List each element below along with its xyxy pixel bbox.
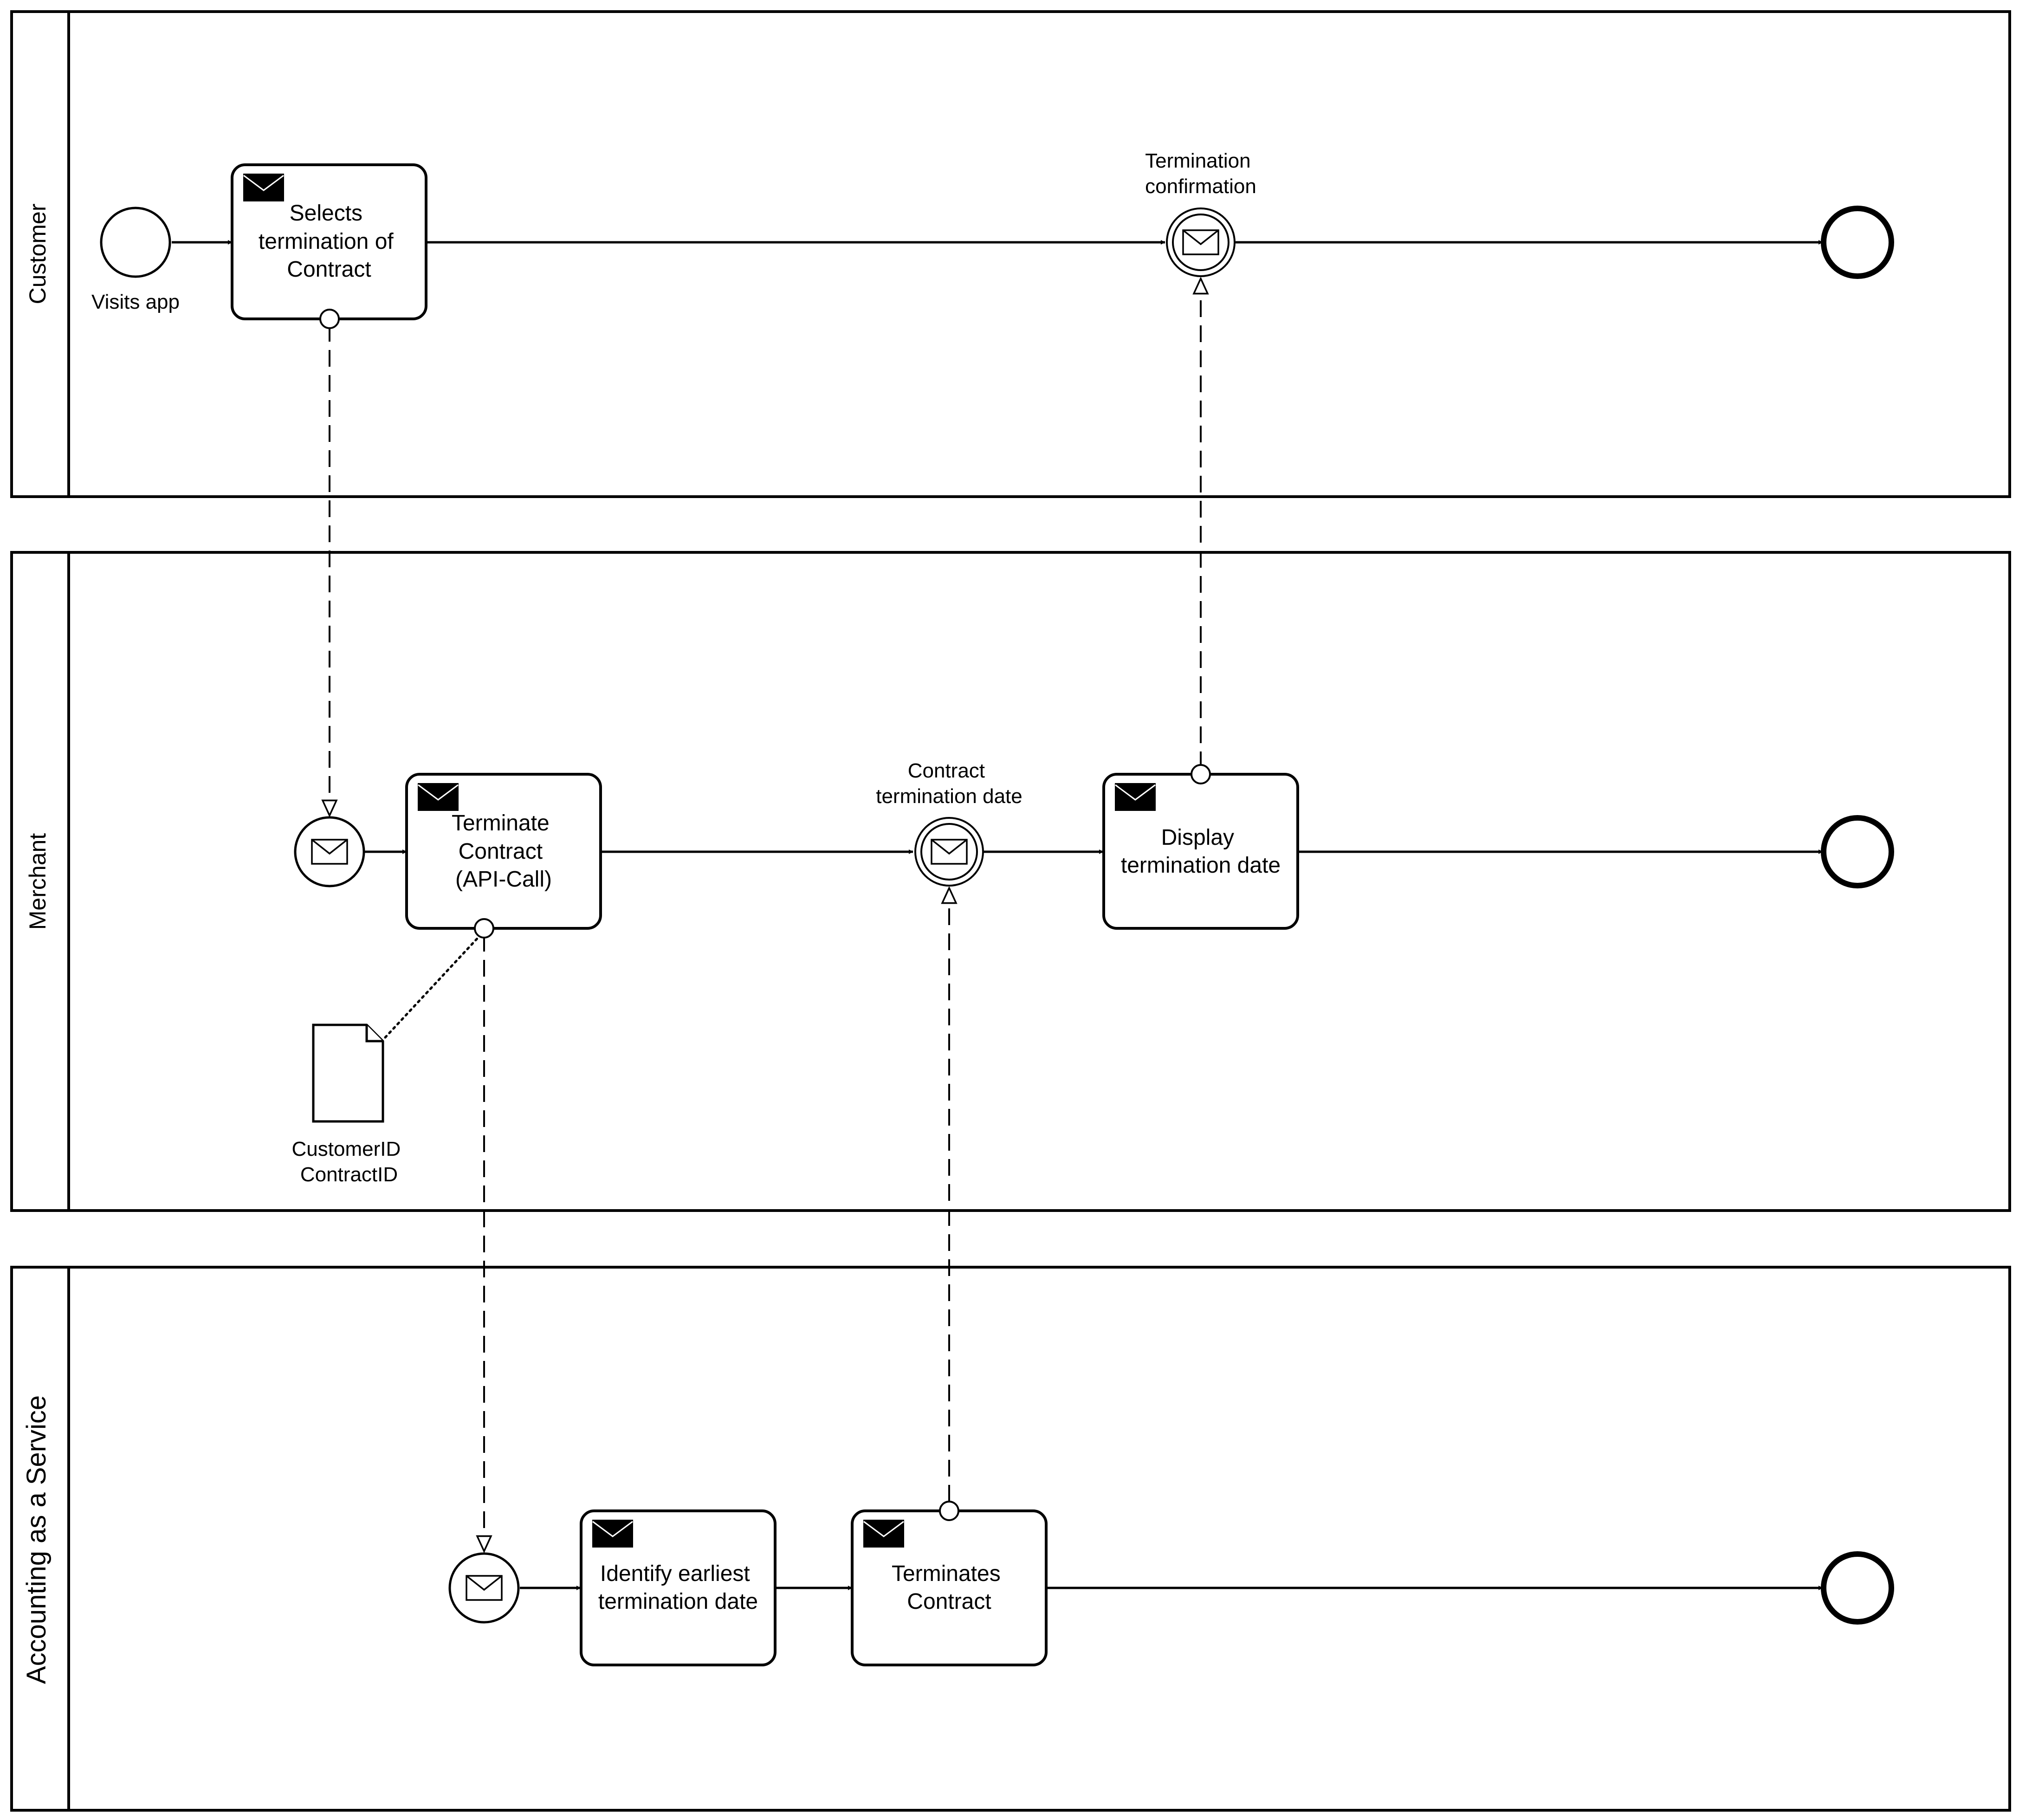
- intermediate-event-contract-termination-date[interactable]: [914, 817, 984, 887]
- data-association: [384, 936, 479, 1039]
- data-object-label: CustomerID ContractID: [292, 1138, 407, 1186]
- task-terminates-contract[interactable]: Terminates Contract: [851, 1509, 1048, 1666]
- intermediate-event-label: Contract termination date: [876, 759, 1022, 808]
- end-event-customer[interactable]: [1821, 206, 1894, 279]
- send-task-envelope-icon: [418, 783, 459, 811]
- task-label: Display termination date: [1121, 825, 1281, 878]
- message-flow-source-dot: [319, 309, 340, 329]
- message-start-event-merchant[interactable]: [294, 816, 365, 887]
- task-display-termination-date[interactable]: Display termination date: [1102, 773, 1299, 930]
- task-label: Terminates Contract: [892, 1561, 1007, 1614]
- send-task-envelope-icon: [243, 174, 284, 201]
- message-flow-source-dot: [939, 1501, 959, 1521]
- envelope-icon: [1182, 229, 1219, 255]
- end-event-merchant[interactable]: [1821, 815, 1894, 888]
- lane-label-accounting: Accounting as a Service: [21, 1395, 52, 1684]
- send-task-envelope-icon: [863, 1520, 904, 1548]
- task-label: Terminate Contract (API-Call): [452, 811, 556, 892]
- intermediate-event-label: Termination confirmation: [1145, 149, 1256, 198]
- task-label: Selects termination of Contract: [259, 201, 400, 282]
- task-identify-earliest-termination-date[interactable]: Identify earliest termination date: [580, 1509, 777, 1666]
- task-selects-termination[interactable]: Selects termination of Contract: [231, 163, 427, 320]
- envelope-icon: [466, 1575, 503, 1601]
- send-task-envelope-icon: [592, 1520, 633, 1548]
- lane-label-customer: Customer: [25, 204, 51, 304]
- data-object-customer-contract-ids[interactable]: [312, 1023, 384, 1123]
- envelope-icon: [931, 839, 968, 865]
- envelope-icon: [311, 839, 348, 865]
- send-task-envelope-icon: [1115, 783, 1156, 811]
- start-event-label: Visits app: [91, 291, 180, 313]
- message-flow-source-dot: [1191, 764, 1211, 784]
- intermediate-event-termination-confirmation[interactable]: [1166, 207, 1236, 277]
- task-label: Identify earliest termination date: [598, 1561, 758, 1614]
- message-flow-source-dot: [474, 918, 494, 939]
- task-terminate-contract[interactable]: Terminate Contract (API-Call): [405, 773, 602, 930]
- lane-label-merchant: Merchant: [25, 833, 51, 930]
- end-event-aaas[interactable]: [1821, 1551, 1894, 1625]
- sequence-flows: [172, 240, 1823, 1590]
- start-event-visits-app[interactable]: [100, 207, 171, 278]
- message-start-event-aaas[interactable]: [448, 1552, 520, 1624]
- message-flows: [330, 279, 1201, 1551]
